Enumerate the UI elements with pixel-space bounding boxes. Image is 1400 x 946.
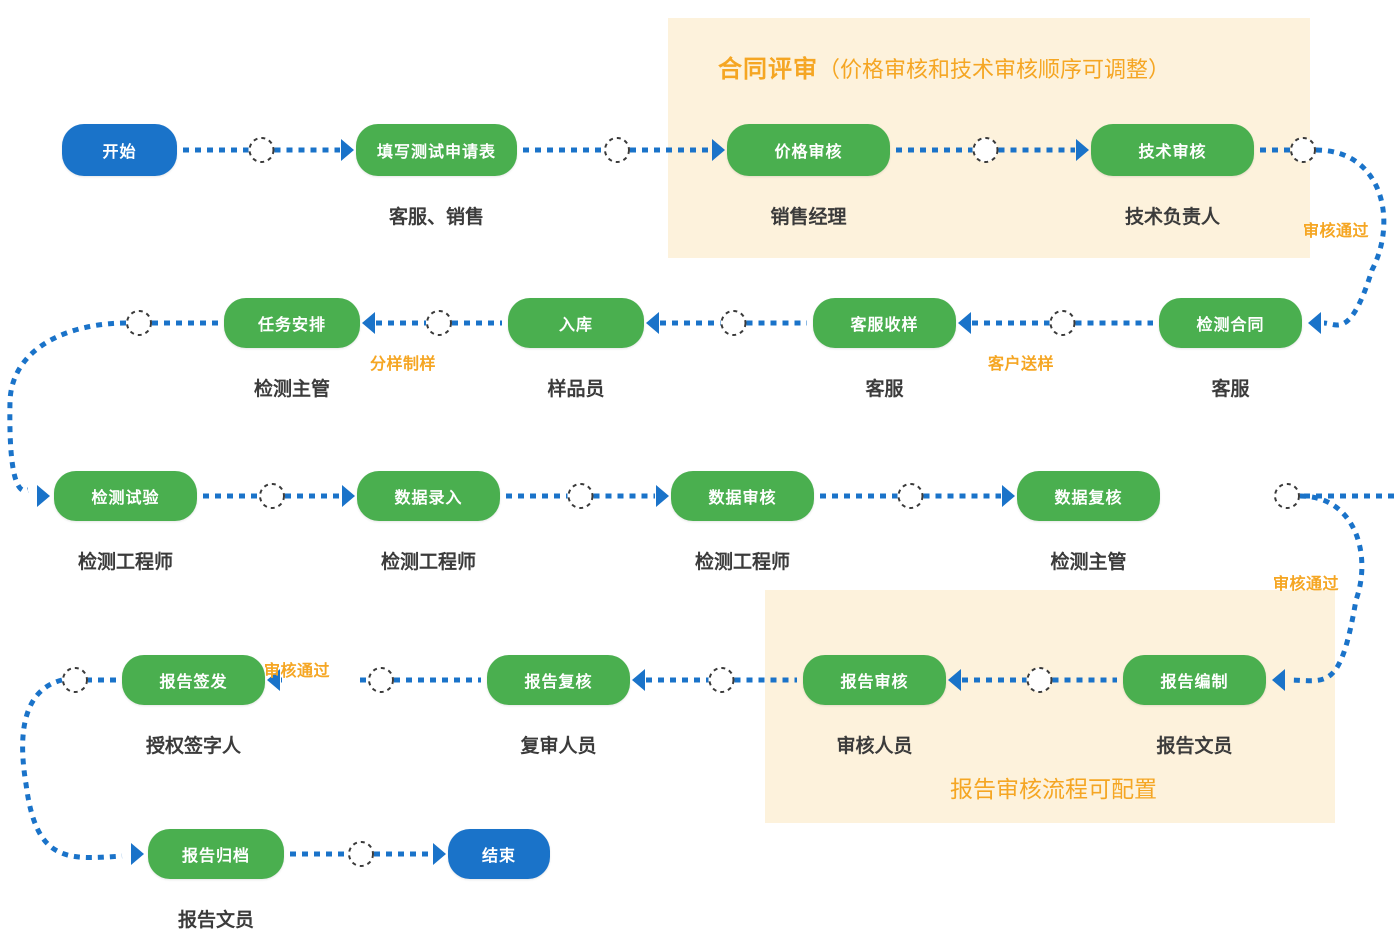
edge-label-sample-prep: 分样制样 <box>369 356 437 373</box>
connector-dot-icon <box>567 483 594 509</box>
connector-dot-icon <box>1290 137 1316 163</box>
edge-path <box>7 320 127 494</box>
arrow-head-icon <box>1076 139 1089 161</box>
node-report-issue[interactable]: 报告签发 <box>122 655 265 705</box>
role-price-review: 销售经理 <box>770 207 847 228</box>
edge-label-pass-3: 审核通过 <box>263 663 331 680</box>
arrow-head-icon <box>362 312 375 334</box>
arrow-head-icon <box>632 669 645 691</box>
node-receive[interactable]: 客服收样 <box>813 298 956 348</box>
role-archive: 报告文员 <box>177 910 255 931</box>
node-report-recheck[interactable]: 报告复核 <box>487 655 630 705</box>
connector-dot-icon <box>259 483 285 509</box>
panel-contract-review-title: 合同评审（价格审核和技术审核顺序可调整） <box>718 58 1170 82</box>
role-receive: 客服 <box>865 379 904 400</box>
role-contract: 客服 <box>1211 379 1250 400</box>
connector-dot-icon <box>348 841 374 867</box>
node-data-entry[interactable]: 数据录入 <box>357 471 500 521</box>
role-report-draft: 报告文员 <box>1156 736 1233 757</box>
arrow-head-icon <box>267 669 280 691</box>
connector-dot-icon <box>897 483 924 509</box>
node-report-audit[interactable]: 报告审核 <box>803 655 946 705</box>
role-data-recheck: 检测主管 <box>1050 552 1127 573</box>
arrow-head-icon <box>131 843 144 865</box>
connector-dot-icon <box>248 137 275 163</box>
role-report-recheck: 复审人员 <box>520 736 597 757</box>
arrow-head-icon <box>958 312 971 334</box>
panel-report-review-note: 报告审核流程可配置 <box>950 776 1157 802</box>
node-end[interactable]: 结束 <box>448 829 550 879</box>
role-data-entry: 检测工程师 <box>380 552 477 573</box>
node-start[interactable]: 开始 <box>62 124 177 176</box>
arrow-head-icon <box>656 485 669 507</box>
arrow-head-icon <box>1272 669 1285 691</box>
connector-dot-icon <box>708 667 735 693</box>
role-tech-review: 技术负责人 <box>1124 207 1221 228</box>
arrow-head-icon <box>1308 312 1321 334</box>
node-storage[interactable]: 入库 <box>508 298 644 348</box>
role-data-audit: 检测工程师 <box>694 552 791 573</box>
edge-path <box>1315 147 1387 328</box>
arrow-head-icon <box>433 843 446 865</box>
connector-dot-icon <box>1274 483 1300 509</box>
arrow-head-icon <box>712 139 725 161</box>
panel-report-review <box>765 590 1335 823</box>
role-storage: 样品员 <box>547 379 605 400</box>
node-testing[interactable]: 检测试验 <box>54 471 197 521</box>
arrow-head-icon <box>341 139 354 161</box>
node-report-draft[interactable]: 报告编制 <box>1123 655 1266 705</box>
panel-title-strong: 合同评审 <box>718 56 818 83</box>
edge-label-customer-send: 客户送样 <box>987 356 1055 373</box>
panel-title-paren: （价格审核和技术审核顺序可调整） <box>818 57 1171 82</box>
arrow-head-icon <box>646 312 659 334</box>
connector-dot-icon <box>426 310 452 336</box>
role-task-assign: 检测主管 <box>253 379 331 400</box>
connector-dot-icon <box>126 310 152 336</box>
role-report-audit: 审核人员 <box>836 736 913 757</box>
edge-label-pass-2: 审核通过 <box>1272 576 1340 593</box>
connector-dot-icon <box>1049 310 1076 336</box>
role-apply-form: 客服、销售 <box>388 207 485 228</box>
arrow-head-icon <box>948 669 961 691</box>
connector-dot-icon <box>62 667 88 693</box>
role-report-issue: 授权签字人 <box>145 736 242 757</box>
role-testing: 检测工程师 <box>77 552 174 573</box>
connector-dot-icon <box>368 667 394 693</box>
connector-dot-icon <box>972 137 999 163</box>
node-task-assign[interactable]: 任务安排 <box>224 298 360 348</box>
arrow-head-icon <box>37 485 50 507</box>
connector-dot-icon <box>720 310 747 336</box>
arrow-head-icon <box>1002 485 1015 507</box>
node-archive[interactable]: 报告归档 <box>148 829 284 879</box>
node-data-audit[interactable]: 数据审核 <box>671 471 814 521</box>
node-data-recheck[interactable]: 数据复核 <box>1017 471 1160 521</box>
node-tech-review[interactable]: 技术审核 <box>1091 124 1254 176</box>
node-price-review[interactable]: 价格审核 <box>727 124 890 176</box>
node-apply-form[interactable]: 填写测试申请表 <box>356 124 517 176</box>
edge-label-pass-1: 审核通过 <box>1302 223 1370 240</box>
connector-dot-icon <box>1026 667 1053 693</box>
edge-path <box>20 677 123 860</box>
arrow-head-icon <box>342 485 355 507</box>
node-contract[interactable]: 检测合同 <box>1159 298 1302 348</box>
connector-dot-icon <box>604 137 630 163</box>
